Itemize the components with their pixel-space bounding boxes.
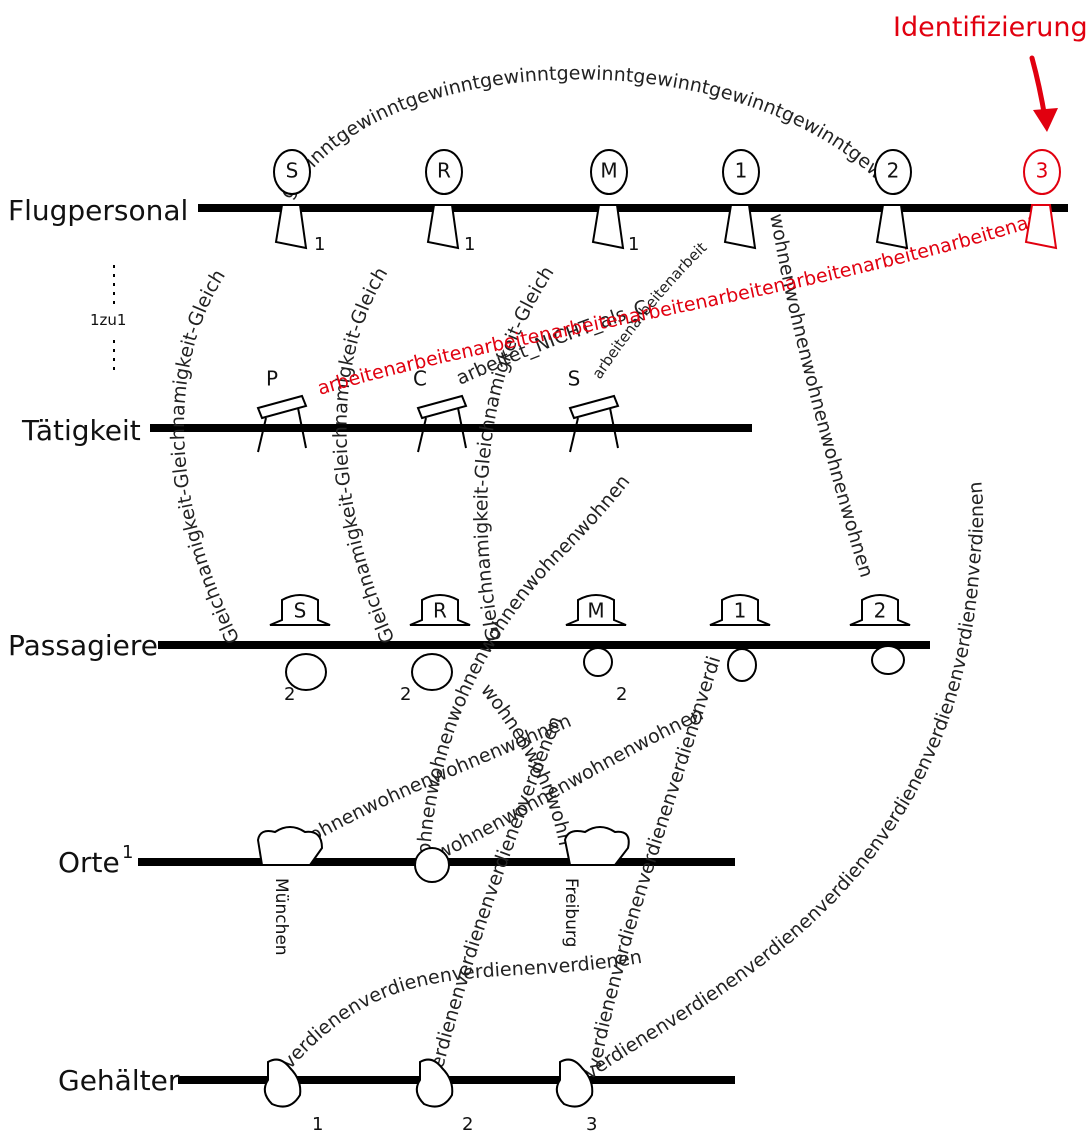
city-node-freiburg: Freiburg <box>561 826 630 947</box>
job-node-s: S <box>568 367 620 453</box>
row-label-orte: Orte <box>58 846 120 879</box>
svg-text:S: S <box>568 367 581 391</box>
passenger-node-m: M 2 <box>565 594 627 705</box>
svg-text:2: 2 <box>616 684 627 705</box>
svg-text:2: 2 <box>400 684 411 705</box>
city-node-circle <box>414 847 450 883</box>
crew-node-r: R 1 <box>425 149 475 255</box>
job-node-c: C <box>413 367 468 453</box>
svg-text:C: C <box>413 367 427 391</box>
ratio-label: 1zu1 <box>90 311 126 329</box>
svg-text:1: 1 <box>735 159 748 183</box>
passenger-node-s: S 2 <box>269 594 331 705</box>
svg-text:P: P <box>266 367 278 391</box>
svg-text:R: R <box>437 159 451 183</box>
title: Identifizierung <box>893 12 1088 43</box>
crew-node-3: 3 <box>1023 149 1061 250</box>
svg-text:2: 2 <box>874 599 887 623</box>
svg-text:1: 1 <box>314 234 325 255</box>
svg-text:M: M <box>600 159 617 183</box>
salary-node-2: 2 <box>415 1058 473 1135</box>
svg-text:2: 2 <box>462 1114 473 1135</box>
row-label-gehaelter: Gehälter <box>58 1064 180 1097</box>
svg-text:M: M <box>587 599 604 623</box>
svg-text:3: 3 <box>586 1114 597 1135</box>
row-label-flugpersonal: Flugpersonal <box>8 194 188 227</box>
svg-text:München: München <box>271 878 291 956</box>
crew-node-2: 2 <box>874 149 912 250</box>
svg-text:3: 3 <box>1036 159 1049 183</box>
svg-text:1: 1 <box>734 599 747 623</box>
row-label-passagiere: Passagiere <box>8 629 158 662</box>
svg-text:2: 2 <box>887 159 900 183</box>
relation-gleich-2: Gleichnamigkeit-Gleichnamigkeit-Gleich <box>330 263 400 646</box>
salary-node-1: 1 <box>263 1058 323 1135</box>
row-label-orte-sup: 1 <box>122 842 133 863</box>
salary-node-3: 3 <box>555 1058 597 1135</box>
svg-text:S: S <box>294 599 307 623</box>
svg-text:S: S <box>286 159 299 183</box>
relation-gleich-3: Gleichnamigkeit-Gleichnamigkeit-Gleich <box>470 262 558 642</box>
passenger-node-1: 1 <box>709 594 771 682</box>
passenger-node-2: 2 <box>849 594 911 675</box>
svg-text:1: 1 <box>628 234 639 255</box>
row-label-taetigkeit: Tätigkeit <box>21 414 141 447</box>
job-node-p: P <box>256 367 308 453</box>
identify-arrow-icon <box>1029 55 1048 121</box>
crew-node-1: 1 <box>722 149 760 250</box>
passenger-node-r: R 2 <box>400 594 471 705</box>
relation-gleich-1: Gleichnamigkeit-Gleichnamigkeit-Gleich <box>167 266 244 648</box>
svg-text:1: 1 <box>312 1114 323 1135</box>
svg-text:1: 1 <box>464 234 475 255</box>
svg-text:2: 2 <box>284 684 295 705</box>
relation-verdienen-1: verdienenverdienenverdienenverdienenverd… <box>580 481 988 1084</box>
svg-text:Freiburg: Freiburg <box>561 878 581 947</box>
svg-text:R: R <box>433 599 447 623</box>
city-node-muenchen: München <box>256 826 324 956</box>
crew-node-s: S 1 <box>273 149 325 255</box>
crew-node-m: M 1 <box>590 149 639 255</box>
identify-arrowhead-icon <box>1033 108 1058 132</box>
